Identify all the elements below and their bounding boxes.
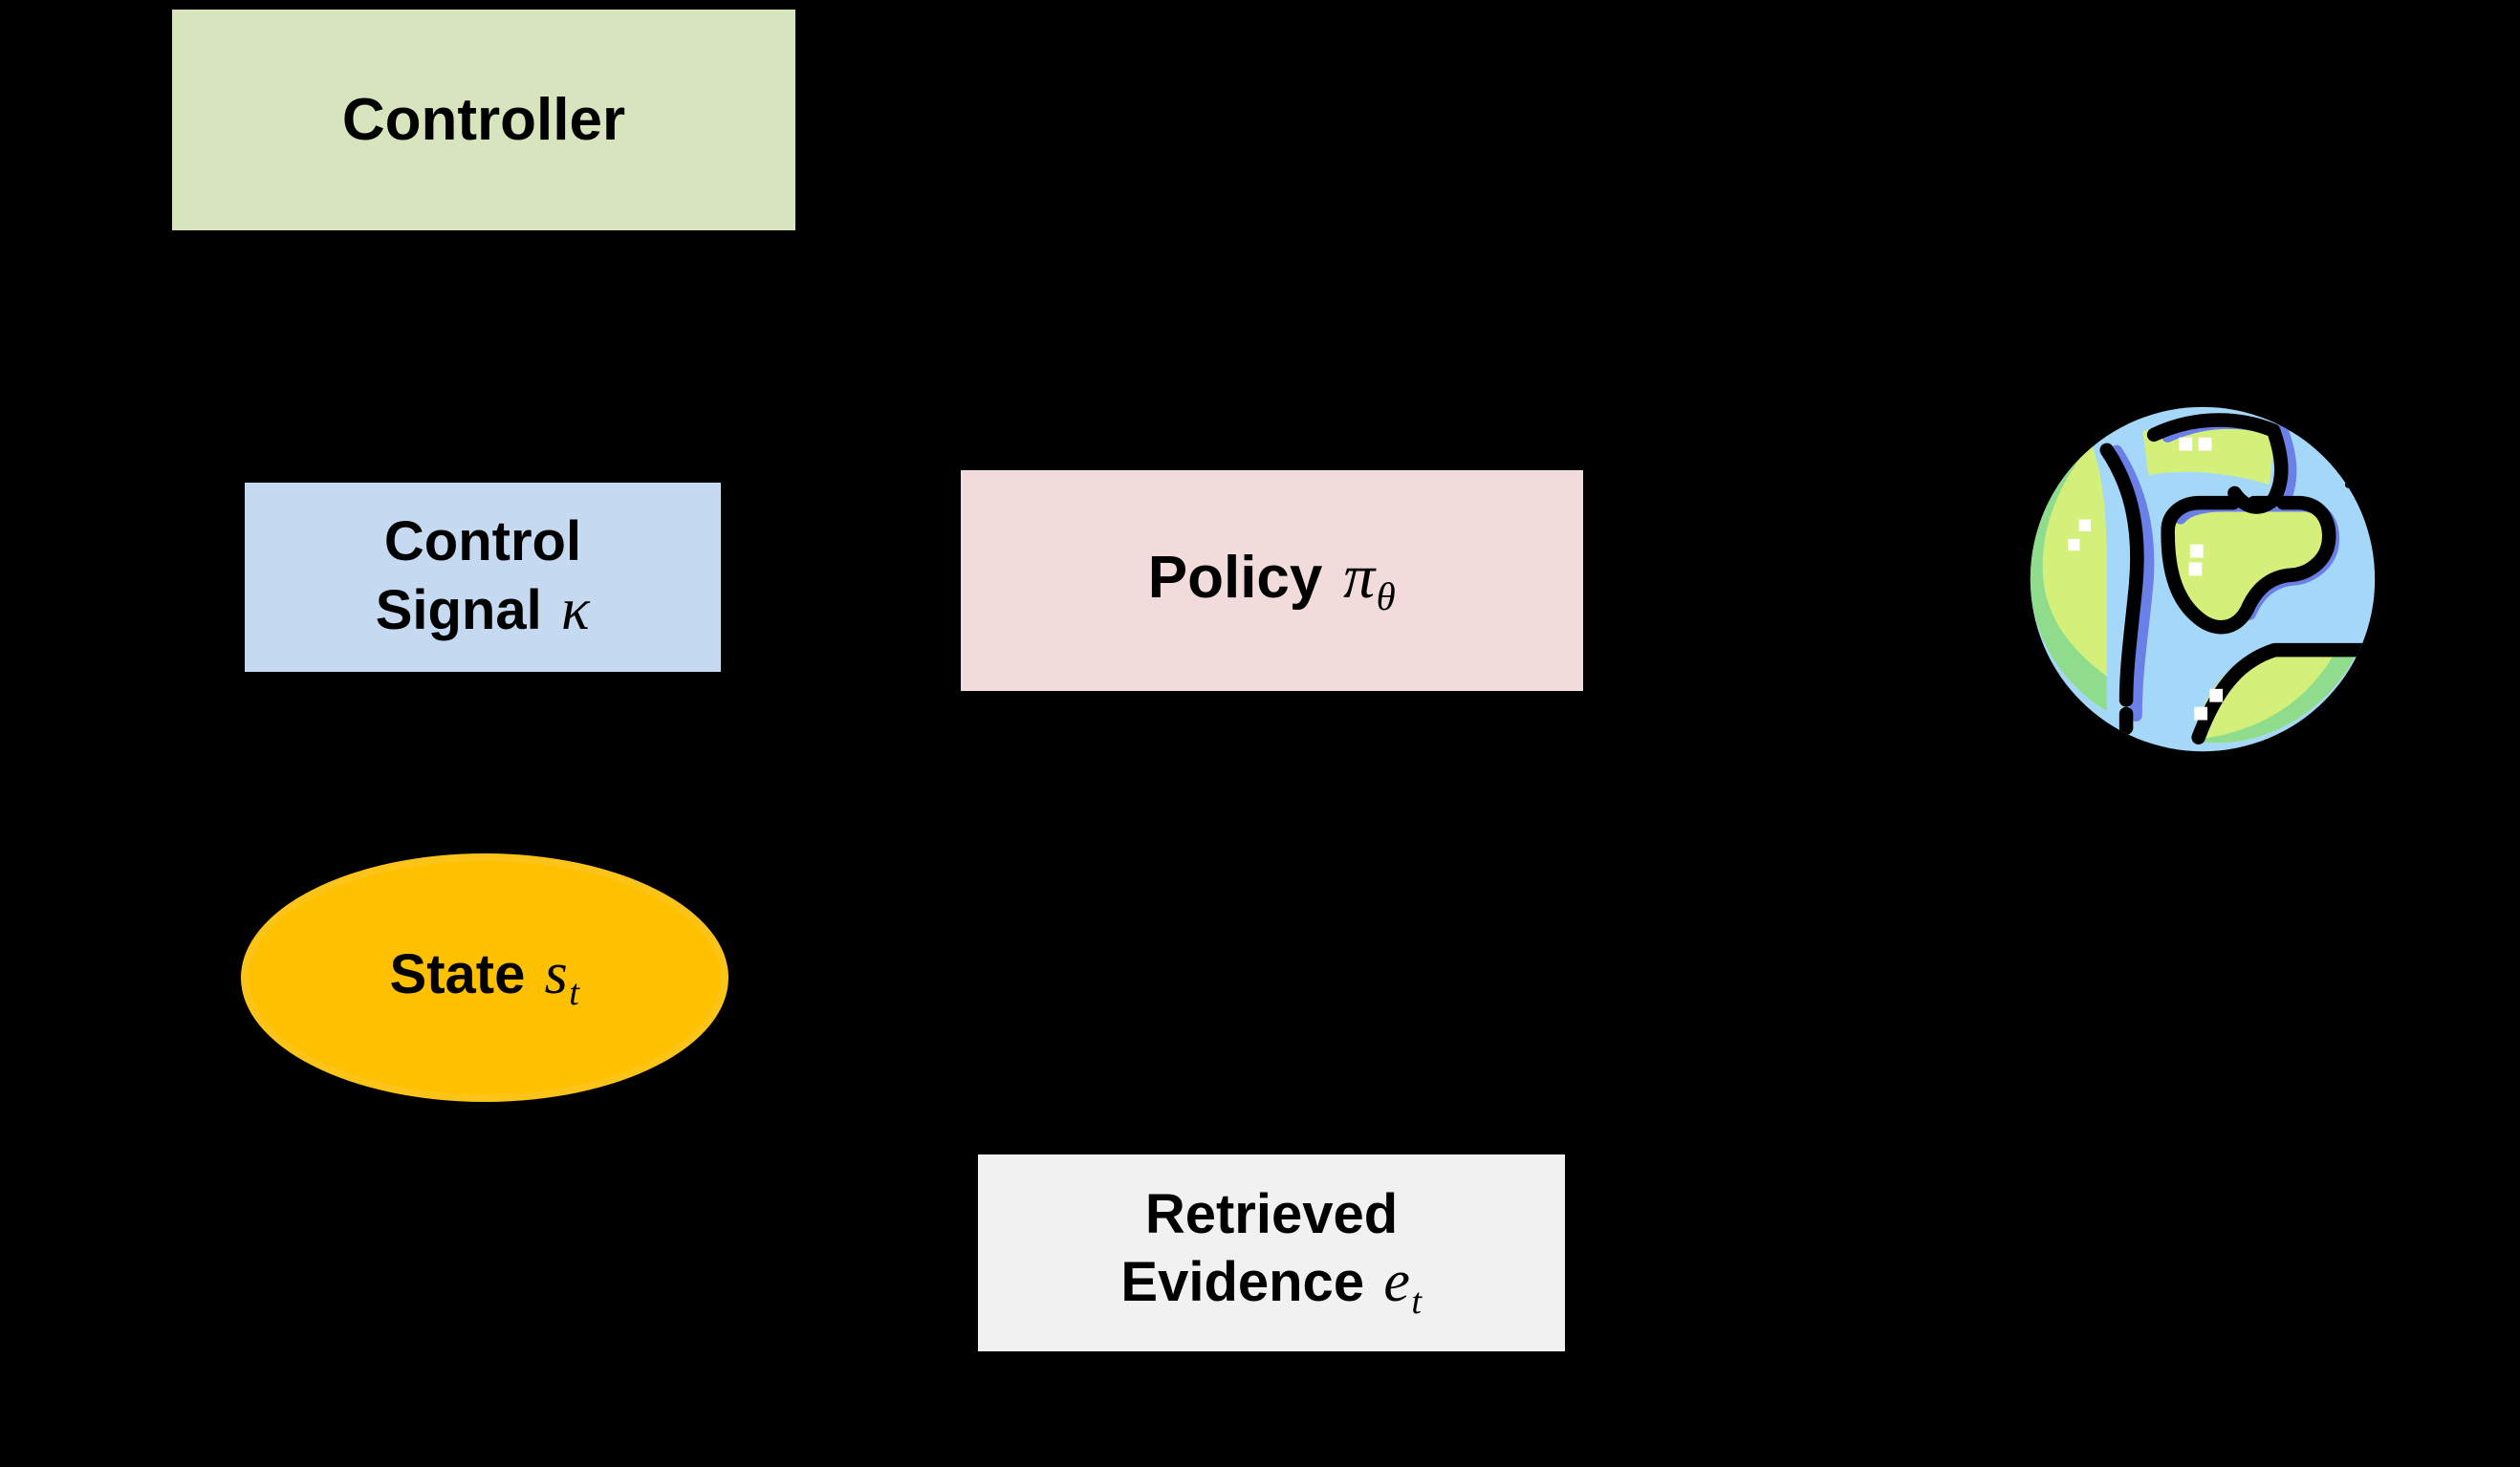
node-state-symbol: st [544,941,580,1013]
node-controller-label-wrap: Controller [172,85,795,155]
node-policy-label: Policy [1147,545,1323,612]
node-state-symbol-base: s [544,941,569,1007]
node-retrieved-evidence[interactable]: Retrieved Evidence et [978,1154,1565,1351]
node-state-label: State [389,943,526,1006]
node-policy-symbol-subscript: θ [1376,575,1397,619]
node-retrieved-evidence-label-line1: Retrieved [1144,1182,1399,1245]
node-control-signal-symbol: κ [561,576,591,642]
node-retrieved-evidence-label-wrap: Retrieved Evidence et [978,1182,1565,1324]
globe-icon [2025,401,2380,757]
node-control-signal-label-line1: Control [383,510,582,573]
node-retrieved-evidence-symbol: et [1383,1249,1422,1321]
node-policy-symbol-base: π [1343,542,1376,613]
node-retrieved-evidence-symbol-subscript: t [1411,1281,1423,1322]
node-control-signal-label-line2: Signal [375,578,542,641]
node-controller[interactable]: Controller [172,10,795,230]
node-retrieved-evidence-label-line2: Evidence [1120,1251,1365,1314]
node-policy-symbol: πθ [1343,542,1396,618]
node-controller-label: Controller [341,86,626,153]
node-state-symbol-subscript: t [569,973,580,1014]
node-retrieved-evidence-symbol-base: e [1383,1249,1411,1315]
